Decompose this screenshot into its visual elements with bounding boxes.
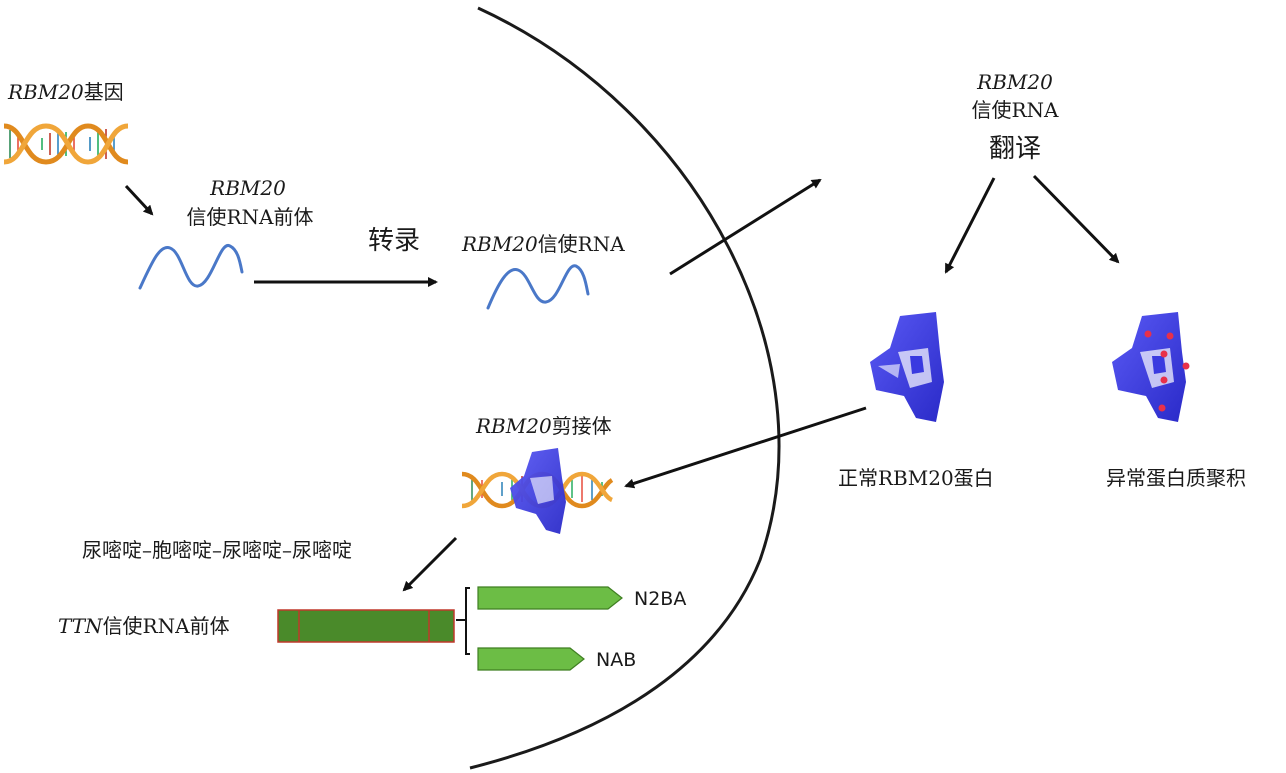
ttn-label-gene: TTN [58, 614, 103, 638]
mrna-label-text: 信使RNA [537, 232, 625, 256]
protein-aggregate-icon [1112, 312, 1190, 422]
abnormal-protein-label: 异常蛋白质聚积 [1106, 466, 1246, 490]
nuclear-membrane [469, 6, 781, 770]
rna-wave-icon [138, 244, 244, 290]
isoform-n2ba-label: N2BA [634, 588, 687, 610]
pre-mrna-gene-label: RBM20 [210, 176, 286, 200]
spliceosome-label-text: 剪接体 [551, 414, 612, 438]
isoform-n2ba-arrow [477, 586, 623, 610]
spliceosome-label-gene: RBM20 [476, 414, 552, 438]
ttn-label-text: 信使RNA前体 [102, 614, 230, 638]
pre-mrna-label: 信使RNA前体 [186, 205, 314, 229]
spliceosome-icon [461, 448, 614, 534]
translation-label: 翻译 [988, 134, 1042, 164]
cyto-mrna-gene-label: RBM20 [977, 70, 1053, 94]
spliceosome-label: RBM20剪接体 [476, 414, 612, 438]
gene-label-gene: RBM20 [8, 80, 84, 104]
ttn-pre-mrna-bar [277, 609, 455, 643]
isoform-nab-arrow [477, 647, 585, 671]
dna-helix-icon [3, 123, 129, 165]
cyto-mrna-label: 信使RNA [971, 98, 1059, 122]
isoform-nab-label: NAB [596, 649, 637, 671]
gene-label: RBM20基因 [8, 80, 124, 104]
protein-structure-icon [870, 312, 944, 422]
transcription-label: 转录 [368, 226, 421, 256]
gene-label-suffix: 基因 [83, 80, 124, 104]
normal-protein-label: 正常RBM20蛋白 [838, 466, 994, 490]
rna-wave-icon [486, 264, 590, 310]
motif-label: 尿嘧啶–胞嘧啶–尿嘧啶–尿嘧啶 [82, 538, 352, 562]
isoform-bracket [456, 587, 470, 655]
ttn-label: TTN信使RNA前体 [58, 614, 230, 638]
mrna-label: RBM20信使RNA [462, 232, 625, 256]
mrna-label-gene: RBM20 [462, 232, 538, 256]
